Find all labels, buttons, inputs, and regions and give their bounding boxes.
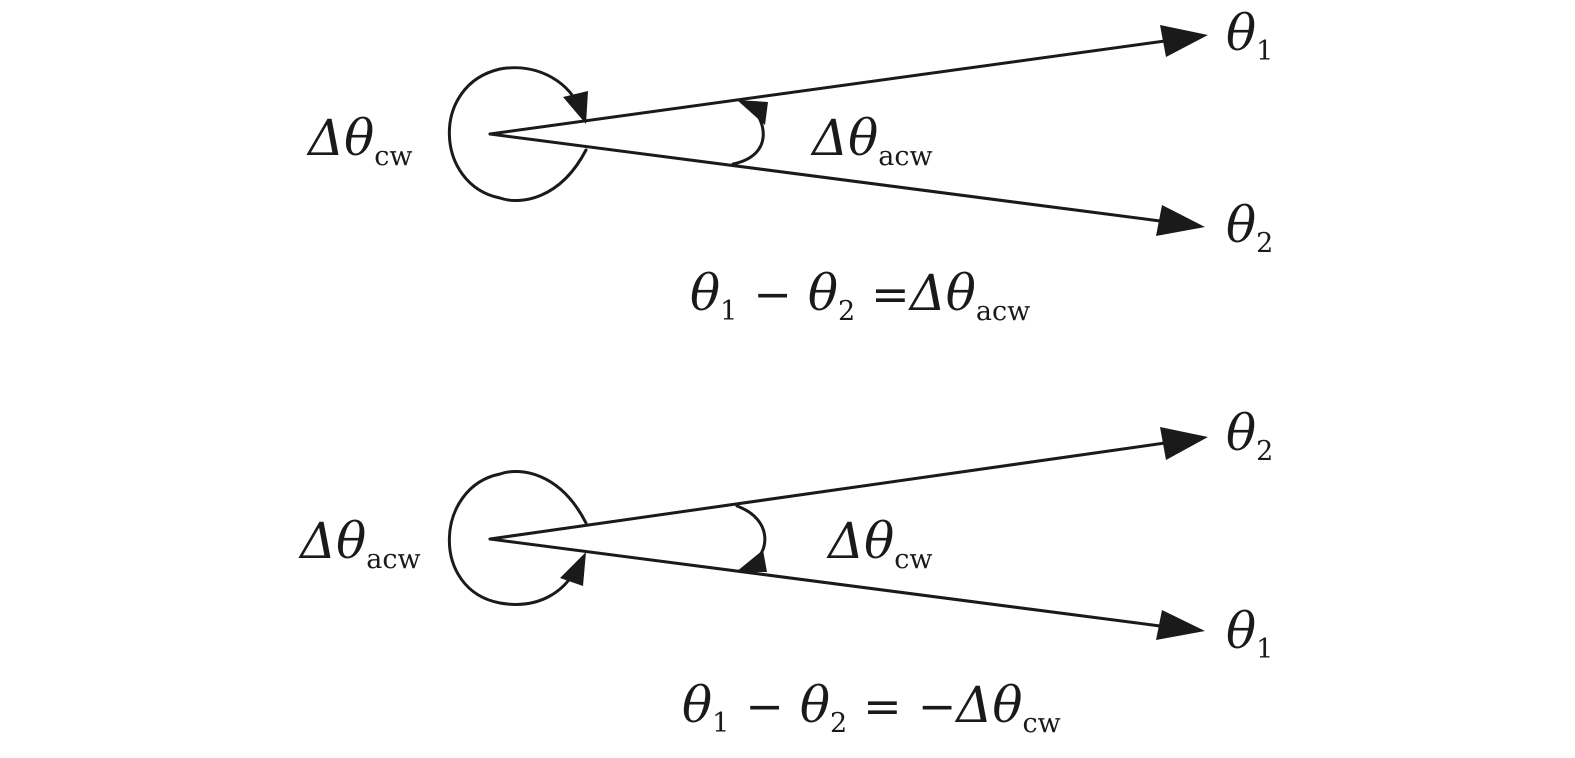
bottom-ray-lower [488,537,1162,628]
bottom-ray-upper-arrowhead [1160,427,1208,460]
top-equation: θ1−θ2=Δθacw [690,264,1030,327]
bottom-inner-arc-arrowhead [736,550,767,572]
bottom-ray-upper-label: θ2 [1226,404,1273,467]
panel-top: θ1 θ2 Δθcw Δθacw θ1−θ2=Δθacw [306,4,1273,327]
top-ray-upper [488,39,1167,136]
top-ray-upper-arrowhead [1160,25,1208,57]
top-outer-arc [447,66,588,202]
bottom-ray-lower-label: θ1 [1226,602,1273,665]
bottom-outer-arc-arrowhead [560,552,586,586]
top-inner-angle-label: Δθacw [810,109,933,172]
bottom-inner-angle-label: Δθcw [826,512,932,575]
bottom-ray-upper [488,441,1167,541]
top-inner-arc-arrowhead [737,100,768,125]
top-ray-lower-label: θ2 [1226,196,1273,259]
bottom-outer-angle-label: Δθacw [298,512,421,575]
bottom-equation: θ1−θ2=−Δθcw [682,676,1061,739]
top-outer-arc-arrowhead [563,91,588,124]
bottom-outer-arc [447,470,588,606]
bottom-ray-lower-arrowhead [1156,610,1205,640]
top-outer-angle-label: Δθcw [306,109,412,172]
top-ray-upper-label: θ1 [1226,4,1273,67]
panel-bottom: θ2 θ1 Δθacw Δθcw θ1−θ2=−Δθcw [298,404,1273,739]
top-ray-lower-arrowhead [1156,205,1205,236]
top-ray-lower [488,132,1162,223]
